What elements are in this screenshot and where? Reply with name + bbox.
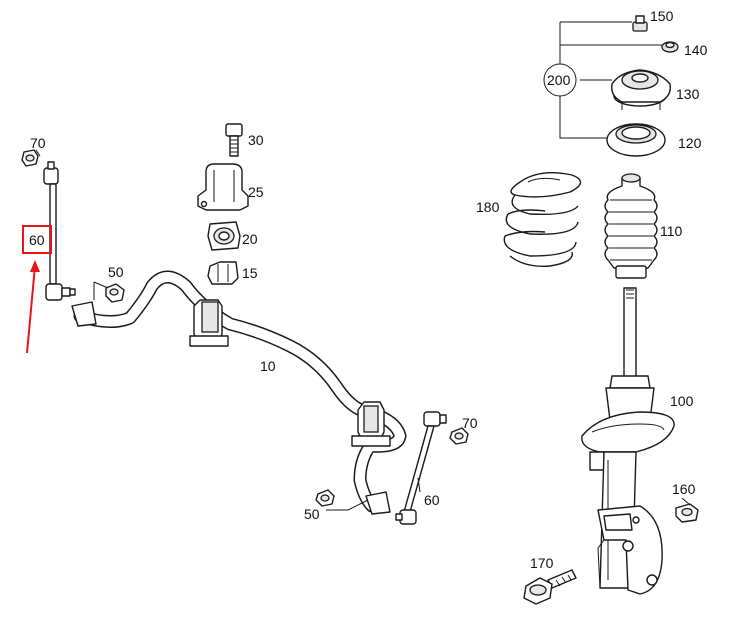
part-labels: 150 140 200 130 120 180 110 100 160 170 …: [29, 8, 708, 571]
leader-50-top: [93, 281, 109, 300]
bushing-20: [207, 221, 241, 251]
stabilizer-link-right-60: [395, 411, 447, 525]
label-50-top: 50: [108, 264, 124, 280]
nut-70-right: [449, 427, 469, 445]
label-100: 100: [670, 393, 694, 409]
nut-160: [675, 503, 699, 523]
label-70-right: 70: [462, 415, 478, 431]
label-180: 180: [476, 199, 500, 215]
label-20: 20: [242, 231, 258, 247]
highlight-arrow: [26, 265, 36, 354]
label-60-left: 60: [29, 232, 45, 248]
label-15: 15: [242, 265, 258, 281]
leader-60-right: [417, 477, 421, 493]
label-130: 130: [676, 86, 700, 102]
label-110: 110: [660, 223, 683, 239]
label-25: 25: [248, 184, 264, 200]
strut-bearing-120: [606, 123, 666, 157]
label-120: 120: [678, 135, 702, 151]
leader-50-bottom: [326, 499, 369, 511]
stabilizer-bar-10: [71, 270, 407, 515]
dust-boot-110: [604, 173, 658, 279]
coil-spring-180: [503, 172, 582, 267]
bushing-15: [207, 261, 239, 285]
label-10: 10: [260, 358, 276, 374]
group-circle-200: [543, 63, 577, 97]
label-30: 30: [248, 132, 264, 148]
highlight-arrow-head: [30, 260, 40, 272]
label-170: 170: [530, 555, 554, 571]
label-200: 200: [547, 72, 571, 88]
label-150: 150: [650, 8, 674, 24]
leader-70-left: [35, 149, 41, 157]
highlight-box: [22, 225, 52, 254]
label-160: 160: [672, 481, 696, 497]
label-70-left: 70: [30, 135, 46, 151]
label-60-right: 60: [424, 492, 440, 508]
shock-strut-100: [581, 287, 675, 595]
label-50-bottom: 50: [304, 506, 320, 522]
strut-top-mount-130: [611, 69, 671, 110]
washer-140: [661, 41, 679, 53]
nut-150: [632, 15, 648, 32]
bolt-30: [225, 123, 243, 157]
highlight-annotation: [22, 225, 52, 354]
nut-50-bottom: [315, 489, 335, 507]
nut-50-top: [105, 283, 125, 303]
label-140: 140: [684, 42, 708, 58]
bracket-25: [197, 163, 249, 211]
leader-200-bracket: [559, 22, 608, 139]
strut-mount-group: [543, 15, 679, 157]
stabilizer-link-left-60: [21, 149, 76, 301]
leader-160: [681, 497, 691, 506]
bolt-170: [523, 569, 577, 605]
